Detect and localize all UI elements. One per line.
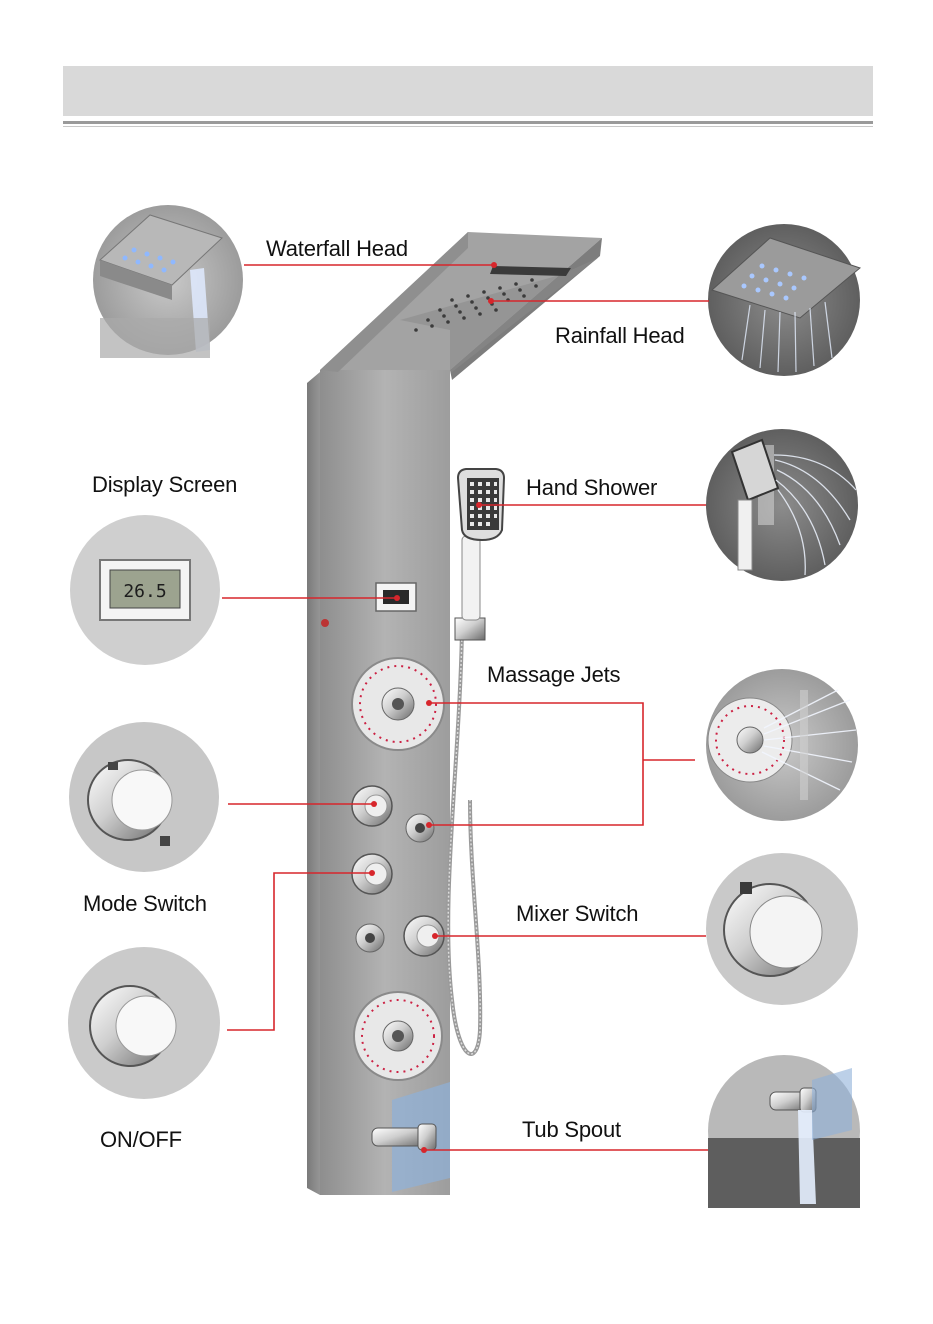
label-rainfall-head: Rainfall Head	[555, 323, 684, 349]
waterfall-head-closeup	[93, 205, 243, 358]
small-jet-left	[356, 924, 384, 952]
rainfall-head-closeup	[708, 224, 860, 376]
mixer-switch-closeup	[706, 853, 858, 1005]
label-display-screen: Display Screen	[92, 472, 237, 498]
label-massage-jets: Massage Jets	[487, 662, 620, 688]
hand-shower-closeup	[706, 429, 858, 581]
tub-spout	[372, 1124, 436, 1150]
hand-shower	[448, 469, 504, 1054]
small-jet-right	[406, 814, 434, 842]
label-mode-switch: Mode Switch	[83, 891, 207, 917]
callout-lines	[222, 265, 709, 1150]
massage-jet-lower	[354, 992, 442, 1080]
label-mixer-switch: Mixer Switch	[516, 901, 638, 927]
on-off-closeup	[68, 947, 220, 1099]
label-on-off: ON/OFF	[100, 1127, 182, 1153]
massage-jet-closeup	[706, 669, 858, 821]
label-hand-shower: Hand Shower	[526, 475, 657, 501]
mode-switch-closeup	[69, 722, 219, 872]
label-waterfall-head: Waterfall Head	[266, 236, 408, 262]
shower-panel	[307, 232, 602, 1195]
callout-massage-jets	[429, 703, 643, 825]
tub-spout-closeup	[708, 1055, 860, 1208]
display-screen-reading: 26.5	[123, 581, 166, 602]
label-tub-spout: Tub Spout	[522, 1117, 621, 1143]
